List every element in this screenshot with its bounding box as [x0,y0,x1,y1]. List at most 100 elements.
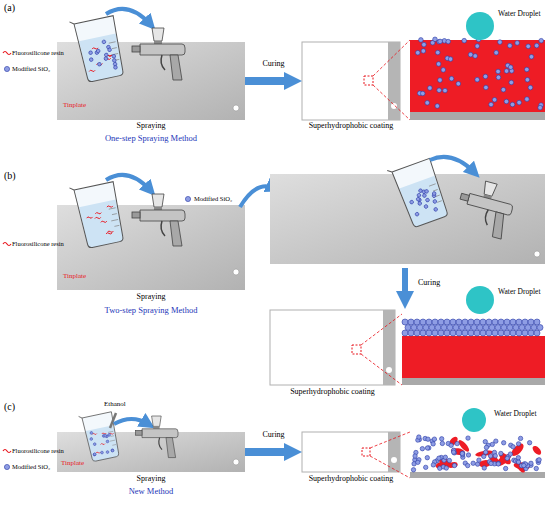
silica-particle [422,193,427,198]
beaker [69,179,125,250]
silica-particle [106,440,109,443]
illustration-part [114,419,148,424]
silica-particle [425,455,429,459]
silica-particle [93,453,96,456]
silica-particle [494,50,499,55]
silica-particle [465,325,471,331]
silica-particle [417,201,422,206]
silica-particle [405,325,411,331]
method-title: Two-step Spraying Method [105,306,198,315]
resin-strand [89,69,95,72]
step-label: Superhydrophobic coating [309,475,394,484]
silica-particle [413,454,417,458]
silica-particle [489,102,494,107]
silica-particle [513,325,519,331]
silica-particle [425,101,430,106]
silica-particle [475,77,480,82]
panel-tag: (b) [4,170,16,181]
silica-particle [450,319,456,325]
illustration-part [3,52,11,55]
silica-particle [534,319,540,325]
illustration-part [411,435,542,474]
silica-particle [112,58,116,62]
silica-particle [437,456,441,460]
silica-particle [450,330,456,336]
silica-particle [432,191,437,196]
silica-particle [429,325,435,331]
silica-particle [446,39,451,44]
silica-particle [411,468,415,472]
silica-particle [104,434,107,437]
silica-particle [508,452,512,456]
silica-particle [459,325,465,331]
silica-particle [97,62,101,66]
silica-particle [477,458,481,462]
silica-particle [93,453,96,456]
silica-particle [522,330,528,336]
silica-particle [436,62,441,67]
silica-particle [508,65,513,70]
silica-particle [90,437,93,440]
silica-particle [492,98,497,103]
resin-blob [457,439,471,454]
silica-particle [529,54,534,59]
silica-particle [444,319,450,325]
cross-section-panel: Water Droplet [410,40,545,120]
silica-particle [424,465,428,469]
silica-particle [498,319,504,325]
silica-particle [438,319,444,325]
silica-particle [503,466,507,470]
silica-particle [468,52,473,57]
silica-particle [501,87,506,92]
silica-particle [424,204,429,209]
silica-particle [90,431,93,434]
droplet-label: Water Droplet [498,10,541,18]
process-arrow [245,77,284,85]
silica-particle [435,104,440,109]
coated-panel: Superhydrophobic coating [302,432,400,472]
dropper [110,413,116,428]
silica-particle [475,44,480,49]
silica-particle [477,325,483,331]
silica-particle [504,99,509,104]
silica-particle [433,207,438,212]
silica-particle [517,100,522,105]
silica-particle [447,325,453,331]
resin-blob [514,459,527,474]
illustration-part [86,38,118,74]
silica-particle [432,319,438,325]
substrate-label: Tinplate [61,460,84,468]
silica-particle [516,460,520,464]
silica-particle [483,450,487,454]
silica-particle [534,330,540,336]
silica-particle [486,330,492,336]
silica-particle [89,57,93,61]
silica-particle [501,325,507,331]
silica-particle [492,330,498,336]
silica-particle [474,330,480,336]
panel-tag: (a) [4,2,15,13]
cross-section-panel: Water Droplet [410,432,545,478]
silica-particle [468,319,474,325]
beaker [69,13,125,84]
silica-particle [528,85,533,90]
silica-particle [462,319,468,325]
silica-particle [516,330,522,336]
silica-particle [113,65,117,69]
resin-strand [105,57,111,60]
silica-particle [518,436,522,440]
silica-particle [525,97,530,102]
legend-text: Fluorosilicone resin [12,240,64,247]
silica-particle [408,330,414,336]
silica-particle [528,330,534,336]
silica-particle [440,437,444,441]
illustration-part [92,429,117,453]
illustration-part [3,243,11,246]
spray-gun [453,176,518,240]
cross-section-panel: Water Droplet [402,314,545,385]
silica-particle [111,449,114,452]
silica-particle [100,451,103,454]
legend-text: Modified SiO₂ [12,65,50,72]
silica-particle [443,88,448,93]
spray-gun [136,416,178,458]
